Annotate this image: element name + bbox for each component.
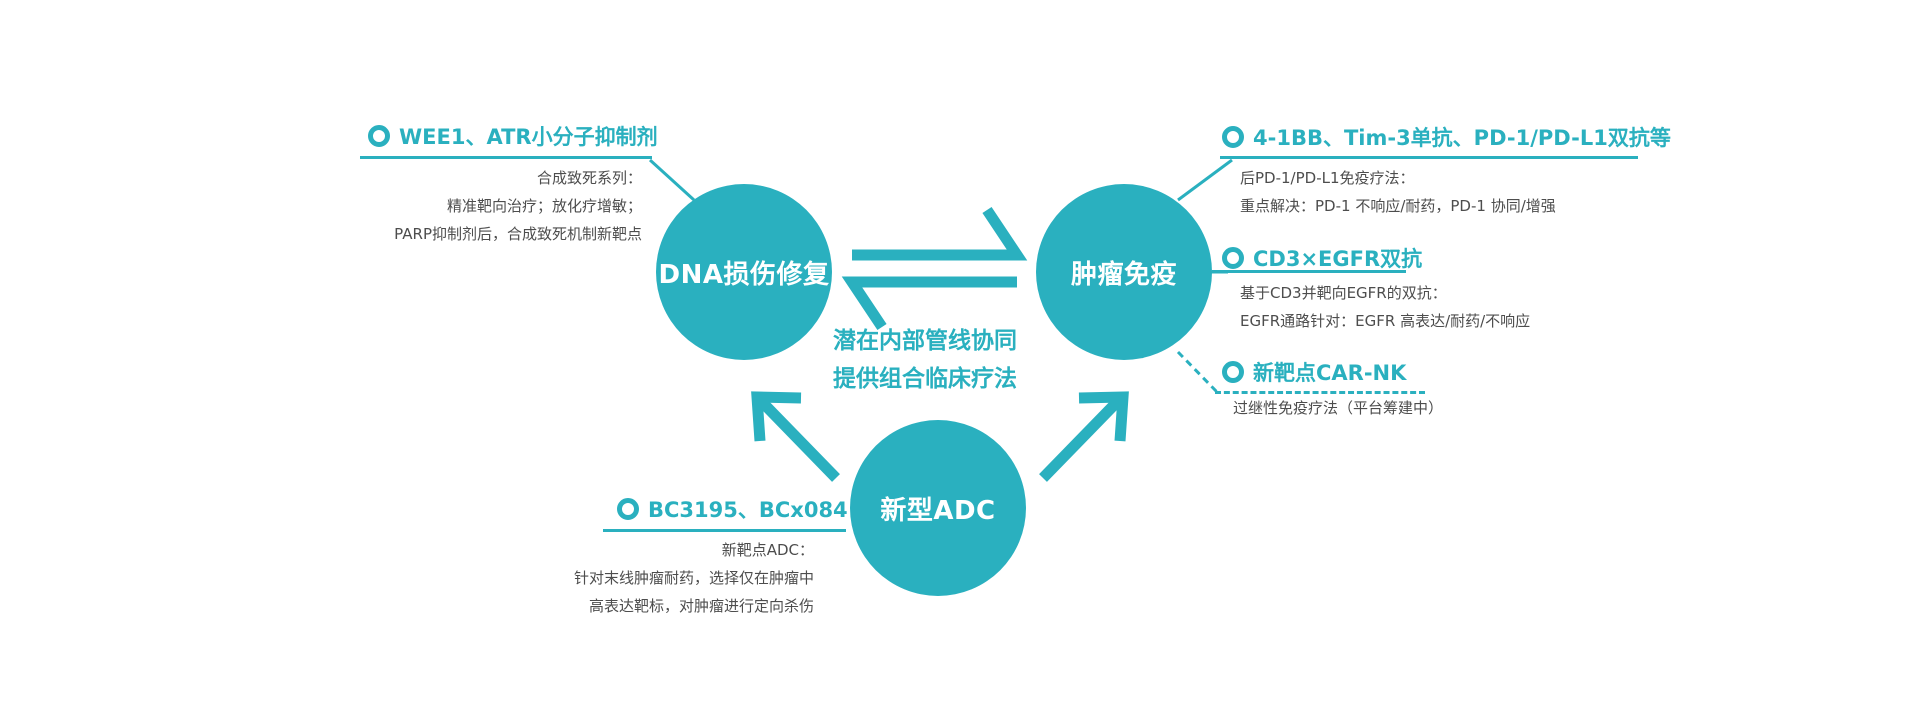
desc-4-1bb-line-2: 重点解决：PD-1 不响应/耐药，PD-1 协同/增强 (1240, 197, 1556, 215)
desc-car-nk: 过继性免疫疗法（平台筹建中） (1233, 394, 1443, 422)
heading-cd3-egfr-text: CD3×EGFR双抗 (1253, 247, 1423, 271)
node-new-adc: 新型ADC (850, 420, 1026, 596)
ring-bullet-icon (1222, 126, 1244, 148)
node-tumor-immunity-label: 肿瘤免疫 (1070, 259, 1177, 290)
synergy-line-2: 提供组合临床疗法 (833, 366, 1017, 392)
heading-4-1bb-text: 4-1BB、Tim-3单抗、PD-1/PD-L1双抗等 (1253, 126, 1671, 150)
desc-cd3-egfr: 基于CD3并靶向EGFR的双抗： EGFR通路针对：EGFR 高表达/耐药/不响… (1240, 279, 1530, 335)
node-dna-repair: DNA损伤修复 (656, 184, 832, 360)
node-dna-repair-label: DNA损伤修复 (658, 259, 830, 290)
underline-right-2 (1212, 270, 1406, 273)
node-new-adc-label: 新型ADC (880, 495, 996, 526)
ring-bullet-icon (1222, 247, 1244, 269)
connector-left-top (648, 158, 696, 202)
arrow-backward (841, 276, 1017, 331)
ring-bullet-icon (1222, 361, 1244, 383)
heading-car-nk: 新靶点CAR-NK (1222, 357, 1406, 387)
synergy-line-1: 潜在内部管线协同 (833, 328, 1017, 354)
desc-bc3195: 新靶点ADC： 针对末线肿瘤耐药，选择仅在肿瘤中 高表达靶标，对肿瘤进行定向杀伤 (480, 536, 814, 620)
desc-bc3195-line-2: 针对末线肿瘤耐药，选择仅在肿瘤中 (573, 569, 814, 587)
desc-cd3-egfr-line-2: EGFR通路针对：EGFR 高表达/耐药/不响应 (1240, 312, 1531, 330)
underline-right-3 (1215, 391, 1425, 394)
heading-4-1bb: 4-1BB、Tim-3单抗、PD-1/PD-L1双抗等 (1222, 122, 1671, 152)
arrow-adc-to-dna (751, 391, 840, 482)
desc-wee1-atr-line-3: PARP抑制剂后，合成致死机制新靶点 (394, 225, 642, 243)
connector-right-1 (1177, 158, 1233, 202)
node-tumor-immunity: 肿瘤免疫 (1036, 184, 1212, 360)
heading-cd3-egfr: CD3×EGFR双抗 (1222, 243, 1422, 273)
desc-bc3195-line-1: 新靶点ADC： (721, 541, 814, 559)
ring-bullet-icon (368, 125, 390, 147)
heading-wee1-atr: WEE1、ATR小分子抑制剂 (368, 121, 658, 151)
ring-bullet-icon (617, 498, 639, 520)
underline-left-bottom (603, 529, 846, 532)
desc-car-nk-line-1: 过继性免疫疗法（平台筹建中） (1233, 399, 1444, 417)
desc-wee1-atr: 合成致死系列： 精准靶向治疗；放化疗增敏； PARP抑制剂后，合成致死机制新靶点 (340, 164, 642, 248)
heading-car-nk-text: 新靶点CAR-NK (1253, 361, 1407, 385)
heading-bc3195: BC3195、BCx084 (617, 494, 848, 524)
heading-wee1-atr-text: WEE1、ATR小分子抑制剂 (399, 125, 658, 149)
arrow-forward (852, 206, 1028, 261)
desc-4-1bb-line-1: 后PD-1/PD-L1免疫疗法： (1240, 169, 1415, 187)
synergy-text: 潜在内部管线协同 提供组合临床疗法 (815, 322, 1035, 398)
underline-right-1 (1220, 156, 1638, 159)
desc-4-1bb: 后PD-1/PD-L1免疫疗法： 重点解决：PD-1 不响应/耐药，PD-1 协… (1240, 164, 1556, 220)
arrow-adc-to-tumor (1039, 391, 1129, 482)
underline-left-top (360, 156, 652, 159)
desc-bc3195-line-3: 高表达靶标，对肿瘤进行定向杀伤 (588, 597, 814, 615)
desc-wee1-atr-line-1: 合成致死系列： (536, 169, 642, 187)
desc-cd3-egfr-line-1: 基于CD3并靶向EGFR的双抗： (1240, 284, 1447, 302)
connector-right-3 (1176, 350, 1219, 394)
desc-wee1-atr-line-2: 精准靶向治疗；放化疗增敏； (446, 197, 642, 215)
heading-bc3195-text: BC3195、BCx084 (648, 498, 848, 522)
